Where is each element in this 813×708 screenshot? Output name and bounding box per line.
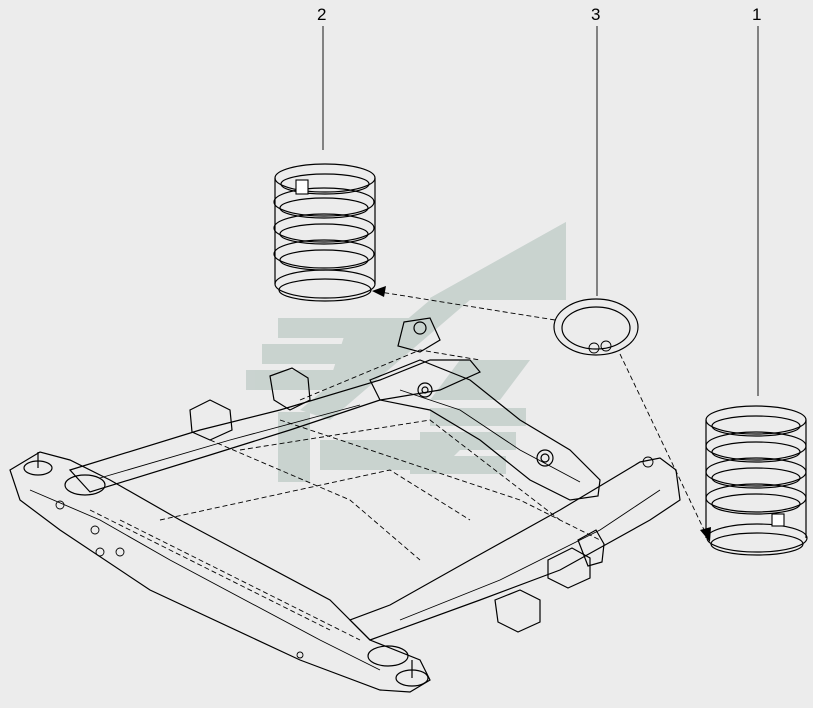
callout-label-2: 2 [317,5,326,24]
callout-label-1: 1 [752,5,761,24]
front-subframe-crossmember [9,317,681,693]
callout-3: 3 [591,5,600,296]
brand-logo-watermark-icon [246,222,566,482]
spring-insulator-ring [553,298,639,356]
assembly-leader-arrows [372,286,711,542]
callout-1: 1 [752,5,761,396]
callout-label-3: 3 [591,5,600,24]
coil-spring-lower [705,405,808,556]
callout-2: 2 [317,5,326,150]
coil-spring-upper [273,163,376,302]
